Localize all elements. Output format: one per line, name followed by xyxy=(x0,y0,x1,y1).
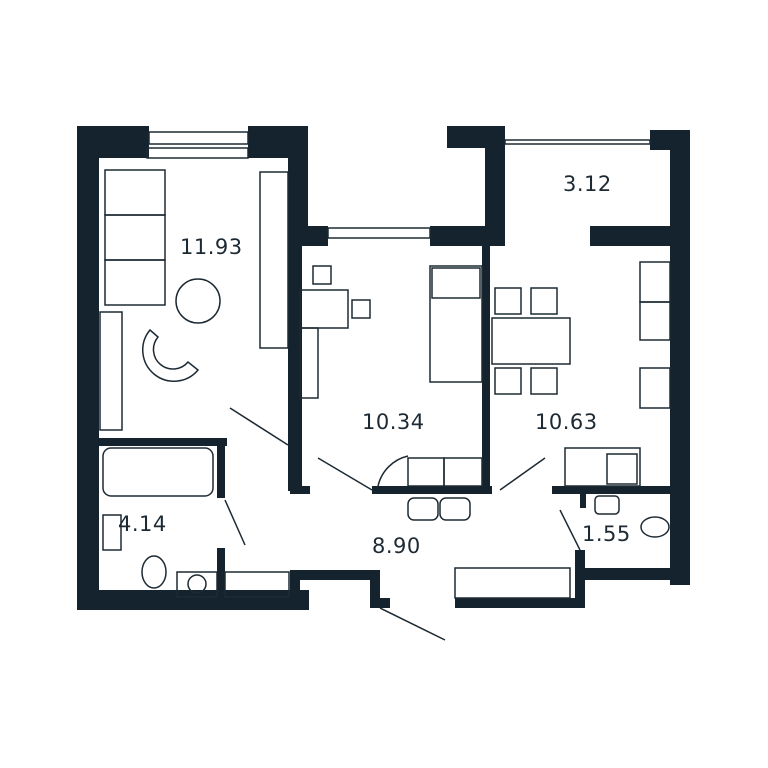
room-area-hall: 8.90 xyxy=(372,534,421,558)
room-area-bathroom: 4.14 xyxy=(118,512,167,536)
room-area-balcony: 3.12 xyxy=(563,172,612,196)
furniture xyxy=(99,131,671,641)
room-area-kitchen: 10.63 xyxy=(535,410,598,434)
walls xyxy=(77,126,690,610)
room-area-bedroom: 10.34 xyxy=(362,410,425,434)
room-area-wc: 1.55 xyxy=(582,522,631,546)
room-area-living: 11.93 xyxy=(180,235,243,259)
